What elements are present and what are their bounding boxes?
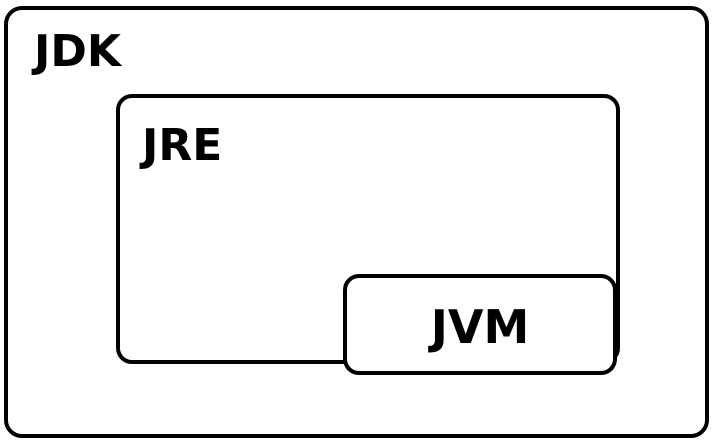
jvm-label: JVM: [430, 300, 530, 354]
jre-box: JRE JVM: [116, 94, 620, 375]
jdk-box: JDK JRE JVM: [4, 6, 709, 438]
jre-label: JRE: [142, 120, 223, 171]
jvm-box: JVM: [343, 274, 617, 375]
jdk-label: JDK: [34, 26, 121, 77]
